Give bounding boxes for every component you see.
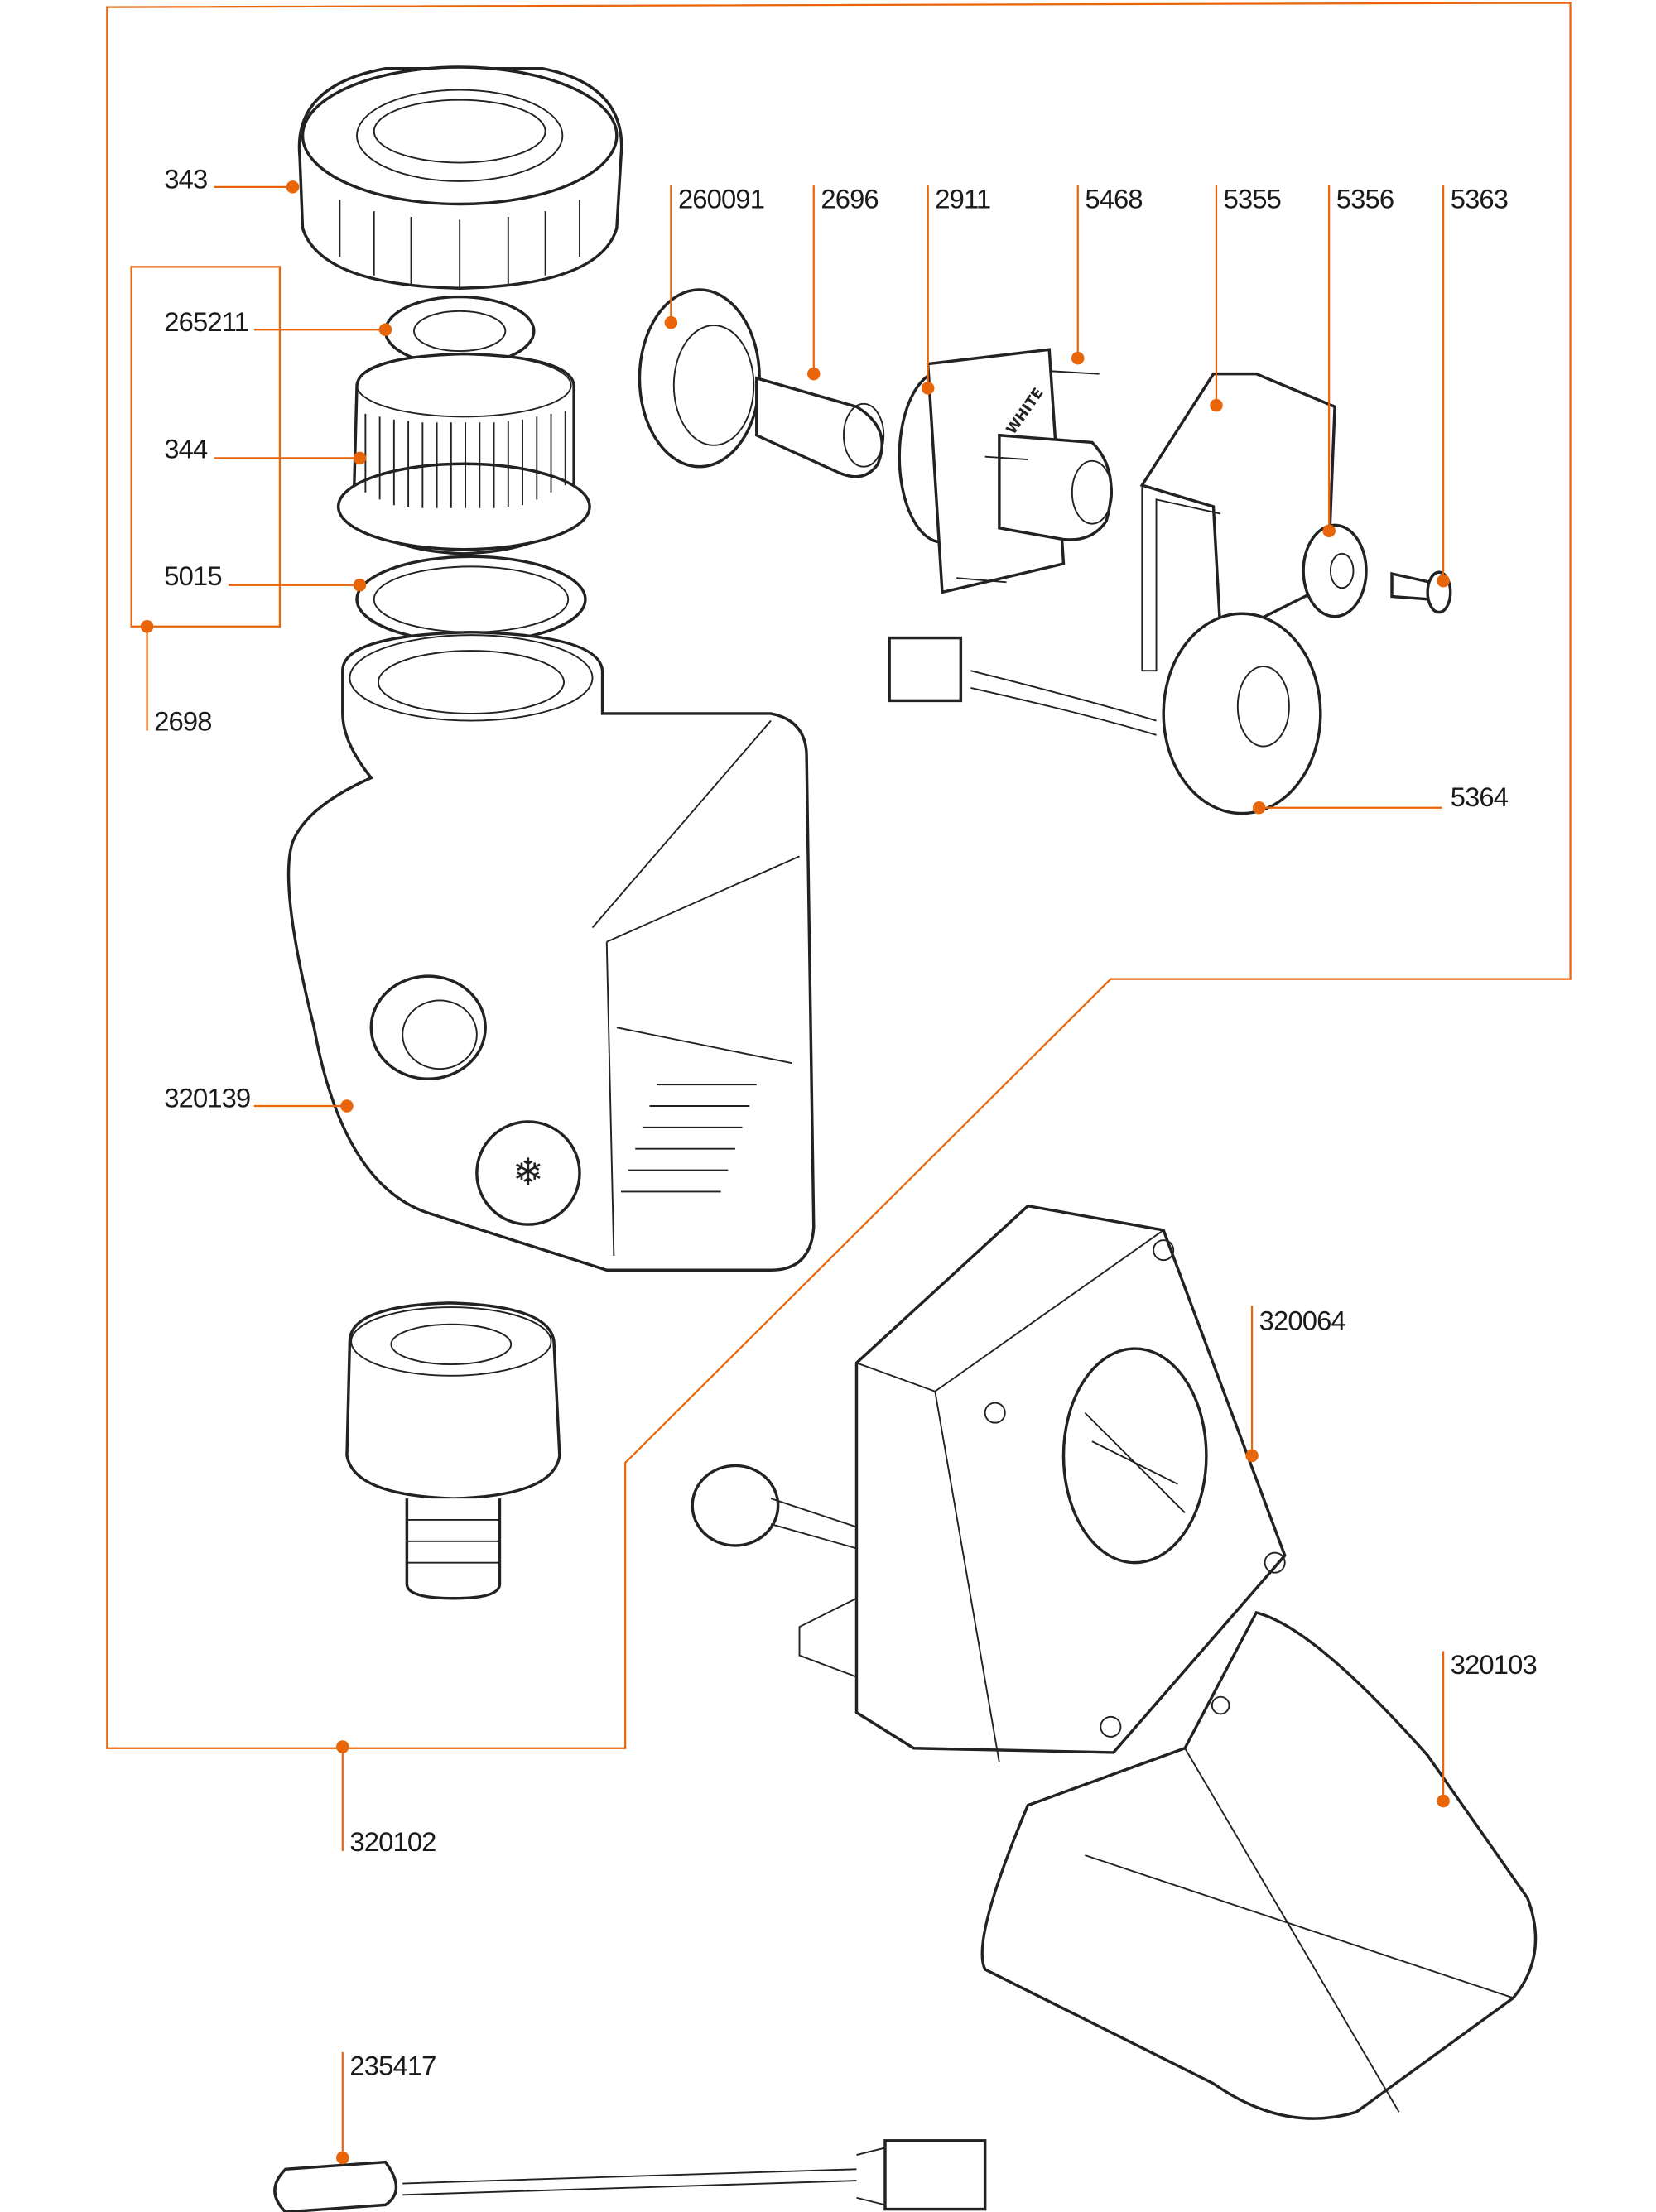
label-320139: 320139: [164, 1083, 250, 1113]
callout-320139: 320139: [164, 1083, 354, 1113]
label-5363: 5363: [1451, 184, 1508, 214]
callout-265211: 265211: [164, 306, 392, 337]
label-2696: 2696: [821, 184, 878, 214]
label-5364: 5364: [1451, 781, 1509, 812]
label-5015: 5015: [164, 560, 221, 591]
label-260091: 260091: [678, 184, 764, 214]
part-plunger-2696: [755, 376, 885, 478]
callout-235417: 235417: [336, 2051, 436, 2165]
part-housing-320139: ❄: [286, 630, 816, 1272]
part-cover-320103: [980, 1610, 1538, 2120]
callout-5015: 5015: [164, 560, 367, 592]
callout-344: 344: [164, 433, 367, 465]
part-solenoid-2911: WHITE: [898, 348, 1114, 594]
callout-2696: 2696: [807, 184, 879, 381]
label-5355: 5355: [1224, 184, 1281, 214]
callout-320102: 320102: [336, 1740, 436, 1857]
assembly-bracket-2698: [130, 266, 282, 628]
callout-5468: 5468: [1071, 184, 1143, 365]
callout-343: 343: [164, 164, 300, 195]
part-coil-5364: [888, 612, 1322, 815]
callout-5363: 5363: [1437, 184, 1509, 588]
callout-5355: 5355: [1210, 184, 1282, 412]
callout-5356: 5356: [1322, 184, 1394, 538]
label-343: 343: [164, 164, 207, 195]
callout-2698: 2698: [140, 620, 212, 737]
callout-2911: 2911: [921, 184, 991, 395]
label-5468: 5468: [1085, 184, 1142, 214]
assembly-outline-320102: [106, 2, 1572, 1749]
label-320064: 320064: [1259, 1306, 1346, 1336]
label-235417: 235417: [349, 2051, 436, 2081]
label-320103: 320103: [1451, 1649, 1537, 1680]
part-nut-343: [297, 65, 623, 290]
part-oring-5015: [355, 555, 587, 644]
part-control-unit-320064: [691, 1204, 1287, 1763]
label-2698: 2698: [154, 706, 211, 737]
callout-320064: 320064: [1245, 1306, 1346, 1463]
part-washer-5356: [1302, 523, 1368, 618]
label-265211: 265211: [164, 306, 248, 337]
label-5356: 5356: [1336, 184, 1394, 214]
part-coupling-344: [336, 352, 591, 555]
snowflake-icon: ❄: [513, 1150, 544, 1194]
part-cable-235417: [273, 2139, 987, 2212]
label-2911: 2911: [935, 184, 990, 214]
callout-5364: 5364: [1252, 781, 1509, 815]
label-344: 344: [164, 433, 208, 464]
label-320102: 320102: [349, 1826, 436, 1857]
part-valve-disc-260091: [638, 288, 761, 469]
callout-260091: 260091: [664, 184, 765, 329]
callout-320103: 320103: [1437, 1649, 1538, 1808]
part-adapter: [345, 1301, 561, 1600]
